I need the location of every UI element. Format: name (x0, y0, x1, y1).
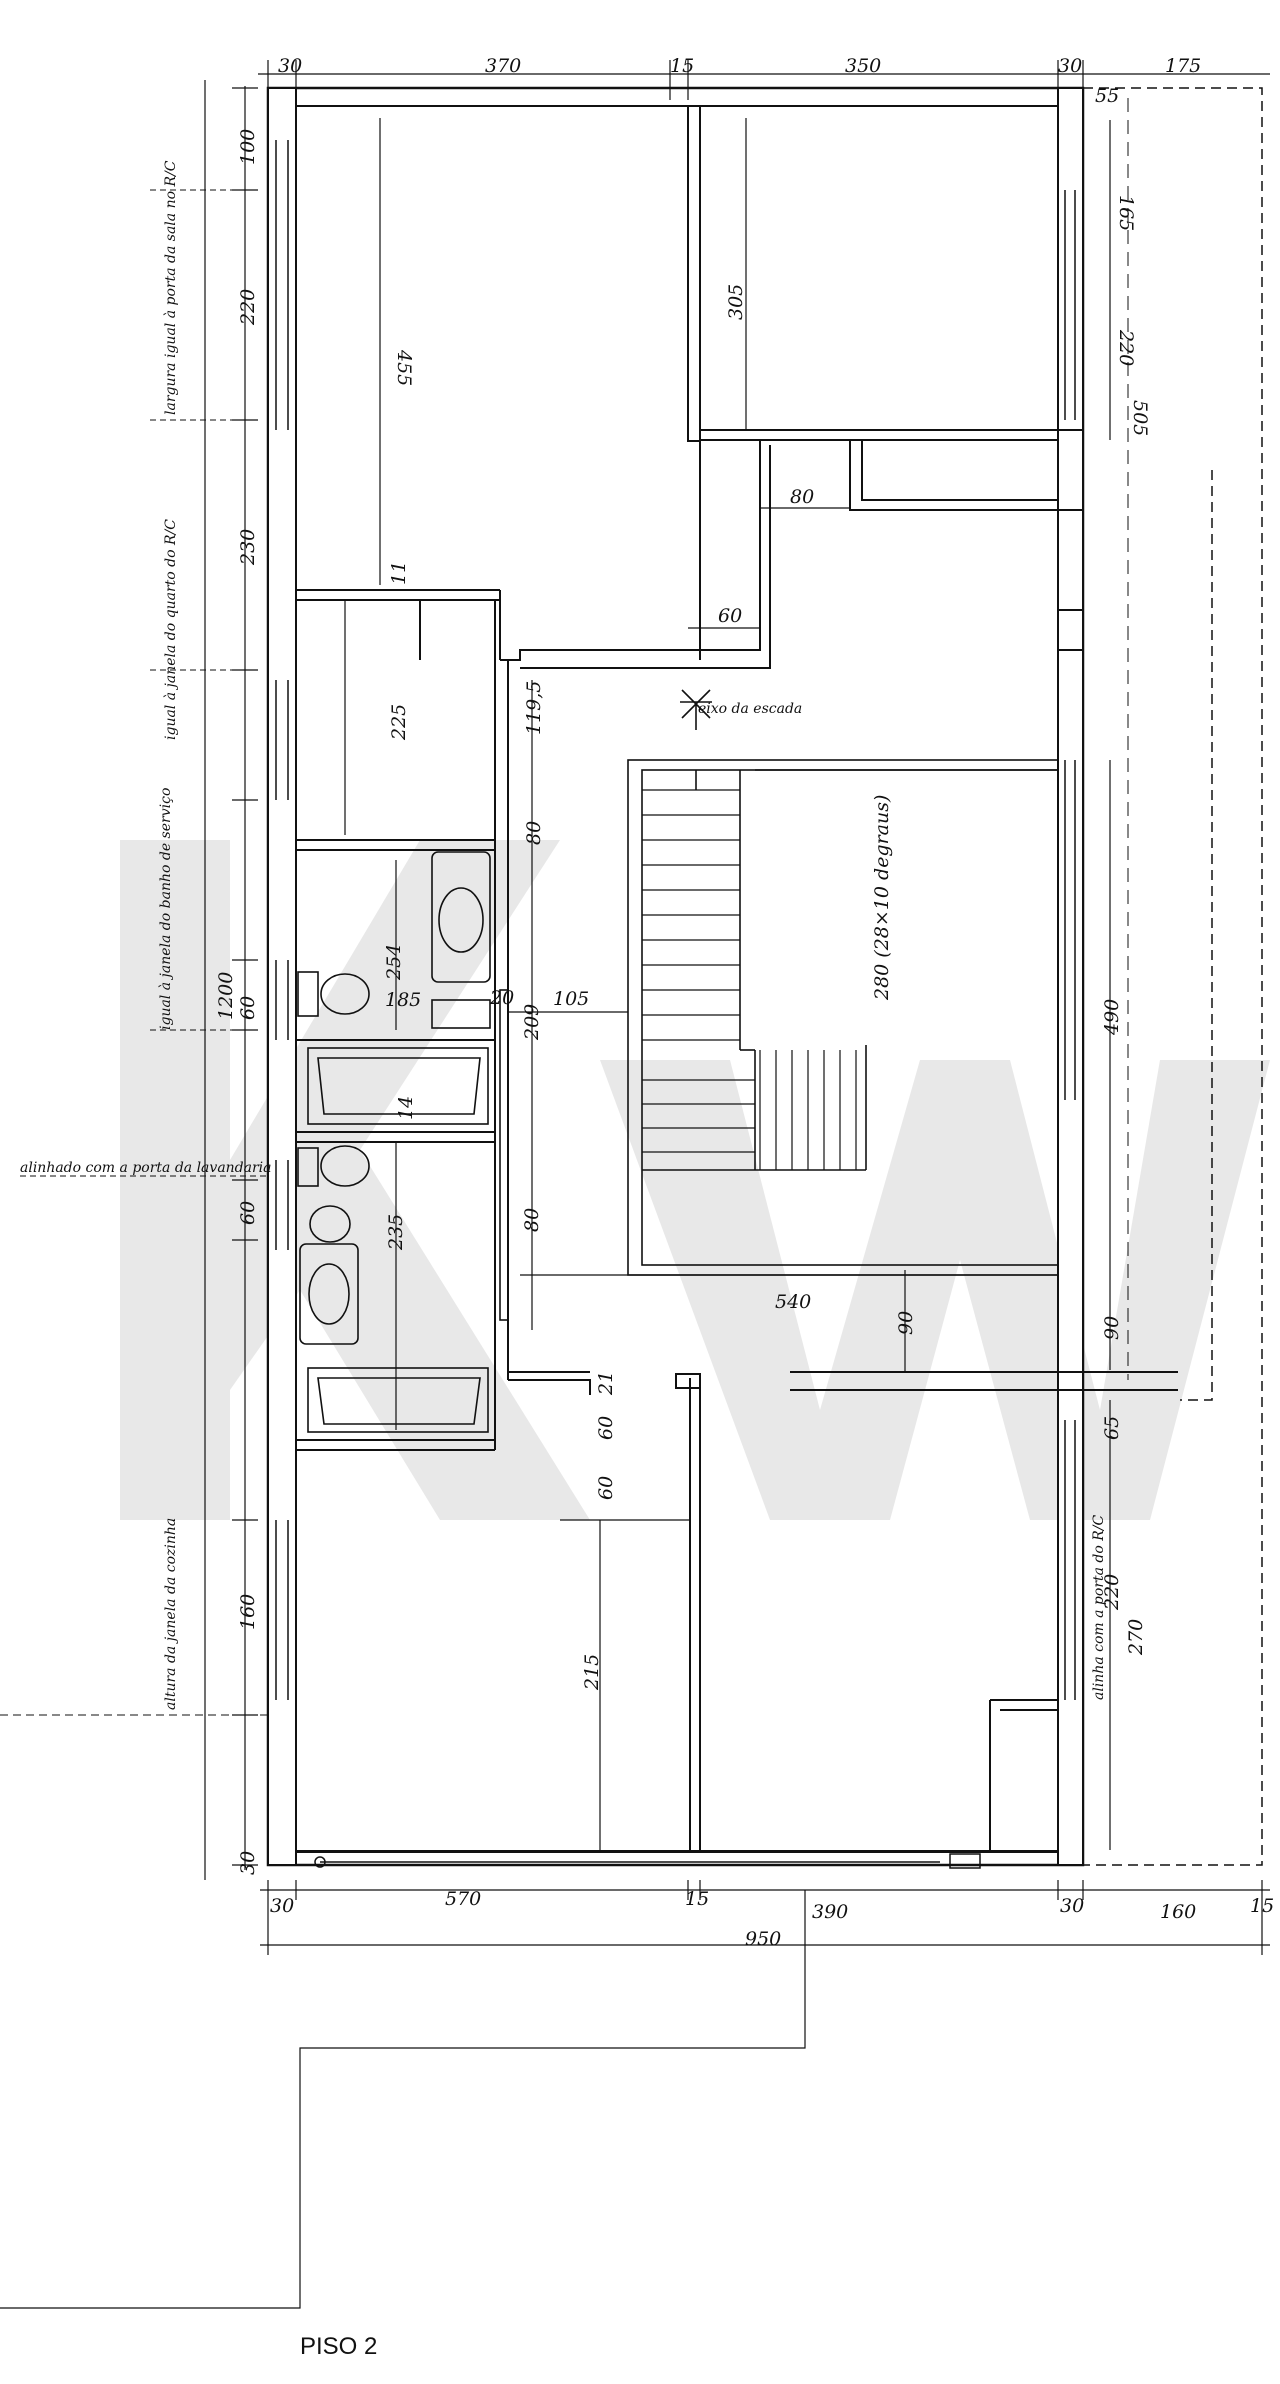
dim-bottom-15-right: 15 (1250, 1895, 1274, 1917)
dim-bottom-390: 390 (812, 1901, 848, 1923)
terrace-outline (1083, 87, 1263, 1866)
dim-left-160: 160 (237, 1594, 259, 1630)
outer-walls (266, 86, 1085, 1869)
bathroom-fixtures (297, 851, 509, 1433)
dim-right-90: 90 (1101, 1316, 1123, 1340)
bathtub-lower (307, 1367, 489, 1433)
dim-room-80-hall-b: 80 (521, 1208, 543, 1232)
dim-top-30-right: 30 (1058, 55, 1082, 77)
annotation-notes: largura igual à porta da sala no R/C igu… (20, 160, 1107, 1710)
dimension-lines (204, 60, 1270, 1955)
note-bedroom-window: igual à janela do quarto do R/C (163, 519, 179, 740)
dim-right-505: 505 (1129, 400, 1151, 436)
dim-room-540: 540 (775, 1291, 811, 1313)
dim-bottom-30-left: 30 (270, 1895, 294, 1917)
dim-room-185: 185 (385, 989, 421, 1011)
dim-room-254: 254 (383, 944, 405, 981)
dim-room-1195: 119,5 (523, 681, 545, 735)
dim-room-215: 215 (581, 1654, 603, 1691)
dim-right-270: 270 (1125, 1619, 1147, 1656)
dim-left-60-b: 60 (237, 1201, 259, 1225)
dim-right-165: 165 (1115, 195, 1137, 231)
dim-bottom-160: 160 (1160, 1901, 1196, 1923)
dim-left-100: 100 (237, 129, 259, 165)
note-stair-axis: eixo da escada (698, 701, 802, 717)
dim-room-60-d: 60 (595, 1476, 617, 1500)
dim-room-60-landing: 60 (718, 605, 742, 627)
dim-room-14: 14 (395, 1096, 417, 1120)
washbasin-bowl-upper (438, 887, 484, 953)
washbasin-upper (431, 851, 491, 983)
dim-top-370: 370 (485, 55, 521, 77)
dim-room-105: 105 (553, 988, 589, 1010)
toilet-tank-upper (297, 971, 319, 1017)
toilet-lower (320, 1145, 370, 1187)
dim-room-80-hall: 80 (523, 821, 545, 845)
dim-left-30-bottom: 30 (237, 1851, 259, 1875)
dim-room-80-closet: 80 (790, 486, 814, 508)
washbasin-bowl-lower (308, 1263, 350, 1325)
dim-right-220-b: 220 (1101, 1574, 1123, 1611)
dim-left-230: 230 (237, 529, 259, 566)
watermark (120, 840, 1270, 1520)
stair-axis-symbol (680, 689, 712, 790)
dim-bottom-30-right: 30 (1060, 1895, 1084, 1917)
dim-left-1200: 1200 (215, 972, 237, 1020)
annotation-leaders (0, 189, 806, 2309)
dim-room-225: 225 (388, 704, 410, 741)
toilet-tank-lower (297, 1147, 319, 1187)
bathtub-upper (307, 1047, 489, 1125)
dimension-labels: 30 370 15 350 30 175 100 220 230 1200 60… (215, 55, 1274, 1950)
washbasin-lower (299, 1243, 359, 1345)
dim-room-235: 235 (385, 1214, 407, 1251)
dim-room-455: 455 (393, 349, 415, 386)
dim-room-209: 209 (521, 1004, 543, 1041)
dim-room-90: 90 (895, 1311, 917, 1335)
dim-top-15: 15 (670, 55, 694, 77)
dim-top-175: 175 (1165, 55, 1201, 77)
dim-left-220: 220 (237, 289, 259, 326)
floor-title: PISO 2 (300, 2333, 377, 2360)
note-service-bath-window: igual à janela do banho de serviço (158, 788, 174, 1030)
dim-bottom-950: 950 (745, 1928, 781, 1950)
note-kitchen-window: altura da janela da cozinha (163, 1518, 179, 1710)
dim-bottom-15: 15 (685, 1888, 709, 1910)
note-align-door: alinha com a porta do R/C (1091, 1514, 1107, 1700)
dim-right-65: 65 (1101, 1416, 1123, 1440)
dim-left-60-a: 60 (237, 996, 259, 1020)
dim-right-55: 55 (1095, 85, 1119, 107)
dim-bottom-570: 570 (445, 1888, 481, 1910)
dim-room-11: 11 (388, 561, 410, 585)
bidet-lower (309, 1205, 351, 1243)
note-laundry-door: alinhado com a porta da lavandaria (20, 1160, 272, 1176)
bidet-upper (431, 999, 491, 1029)
stair-steps (642, 789, 857, 1170)
dim-stair-degraus: 280 (28×10 degraus) (871, 795, 893, 1001)
note-door-width: largura igual à porta da sala no R/C (163, 160, 179, 415)
dim-room-20: 20 (489, 987, 514, 1009)
toilet-upper (320, 973, 370, 1015)
dim-right-490: 490 (1101, 999, 1123, 1036)
dim-room-305: 305 (725, 284, 747, 320)
dim-right-220: 220 (1115, 329, 1137, 366)
dim-room-21: 21 (595, 1371, 617, 1396)
dim-top-350: 350 (845, 55, 881, 77)
dim-room-60-c: 60 (595, 1416, 617, 1440)
dim-top-30-left: 30 (278, 55, 302, 77)
